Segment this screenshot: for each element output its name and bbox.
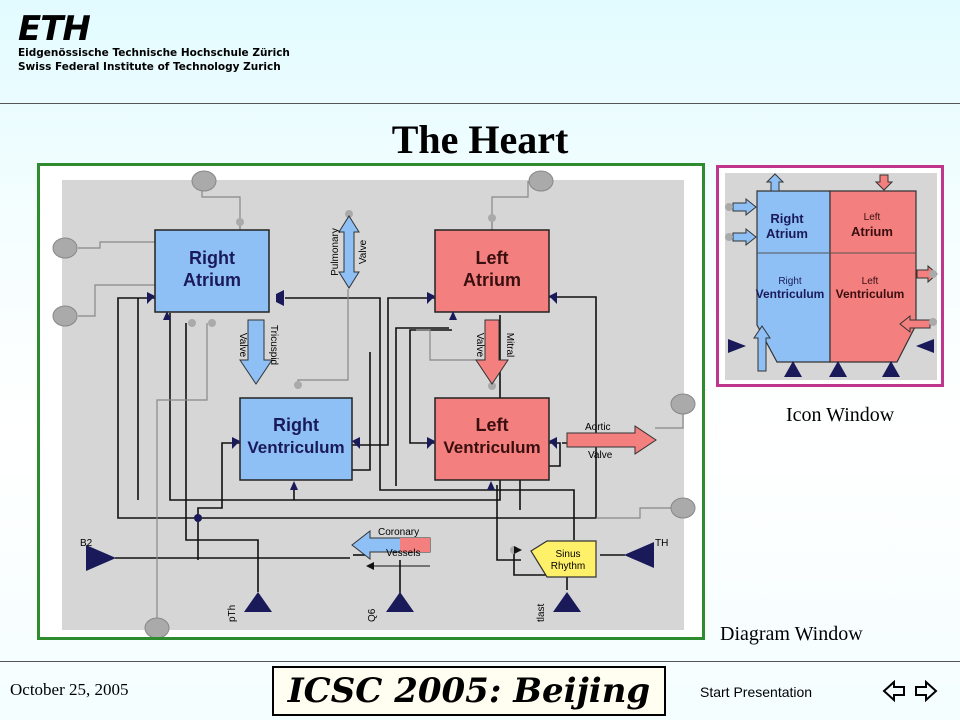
th-port-label: TH: [655, 538, 668, 549]
tricuspid-valve[interactable]: [239, 319, 273, 385]
pulmonary-valve-label-1: Pulmonary: [330, 228, 341, 276]
tlast-port[interactable]: [553, 592, 581, 612]
icon-left-ventriculum-label-2: Ventriculum: [836, 287, 905, 301]
slide-title: The Heart: [391, 117, 569, 162]
icon-ports: [728, 339, 934, 377]
icon-right-atrium-label-2: Atrium: [766, 226, 808, 241]
pth-port-label: pTh: [227, 605, 238, 622]
icon-left-half: [829, 190, 917, 363]
block-connector-arrows: [147, 290, 557, 490]
tricuspid-valve-label-2: Tricuspid: [268, 325, 279, 365]
left-ventriculum-label-1: Left: [476, 415, 509, 435]
left-atrium-label-1: Left: [476, 248, 509, 268]
icon-left-atrium-label-2: Atrium: [851, 224, 893, 239]
sinus-rhythm-label-2: Rhythm: [551, 561, 585, 572]
conference-banner: ICSC 2005: Beijing: [272, 666, 666, 716]
pulmonary-valve-label-2: Valve: [358, 239, 369, 264]
left-ventriculum-block[interactable]: [434, 397, 550, 481]
icon-inflow-arrow-2: [732, 227, 757, 247]
icon-left-ventriculum-label-1: Left: [862, 276, 879, 287]
icon-pulmonary-arrow: [765, 173, 785, 192]
icon-port-dots: [725, 203, 937, 326]
icon-right-ventriculum-label-2: Ventriculum: [756, 287, 825, 301]
aortic-valve-label-1: Aortic: [585, 422, 611, 433]
small-ports: [188, 210, 518, 554]
b2-port-label: B2: [80, 538, 93, 549]
pth-port[interactable]: [244, 592, 272, 612]
right-atrium-label-1: Right: [189, 248, 235, 268]
aortic-valve[interactable]: [566, 425, 657, 455]
th-port[interactable]: [624, 542, 654, 568]
b2-port[interactable]: [86, 545, 116, 571]
q6-port-label: Q6: [367, 608, 378, 622]
start-presentation-link[interactable]: Start Presentation: [700, 684, 813, 700]
right-atrium-block[interactable]: [154, 229, 270, 313]
sinus-rhythm-label-1: Sinus: [555, 549, 580, 560]
diagram-window: Right Atrium Left Atrium Right Ventricul…: [37, 163, 705, 640]
icon-return-arrow: [753, 325, 771, 372]
icon-left-atrium-label-1: Left: [864, 212, 881, 223]
icon-right-half: [756, 190, 831, 363]
icon-aortic-in-arrow: [874, 174, 894, 191]
coronary-output-arrow: [366, 562, 374, 570]
icon-inflow-arrow-1: [732, 197, 757, 217]
eth-logo: ETH Eidgenössische Technische Hochschule…: [18, 12, 290, 74]
previous-slide-icon[interactable]: [882, 678, 908, 704]
port-circles: [52, 170, 696, 639]
mitral-valve-label-2: Mitral: [504, 333, 515, 357]
left-atrium-block[interactable]: [434, 229, 550, 313]
coronary-vessels-label-1: Coronary: [378, 527, 419, 538]
pulmonary-valve[interactable]: [338, 215, 360, 289]
tricuspid-valve-label-1: Valve: [237, 333, 248, 358]
sinus-input-arrow: [514, 546, 522, 554]
aortic-valve-label-2: Valve: [588, 450, 613, 461]
diagram-window-caption: Diagram Window: [720, 623, 863, 645]
tlast-port-label: tlast: [536, 603, 547, 622]
heart-diagram: Right Atrium Left Atrium Right Ventricul…: [52, 170, 696, 639]
heart-icon: Right Atrium Left Atrium Right Ventricul…: [725, 173, 938, 380]
icon-outflow-arrow: [916, 264, 938, 284]
junction-dot: [194, 514, 202, 522]
coronary-vessels-label-2: Vessels: [386, 548, 420, 559]
header-divider: [0, 103, 960, 104]
icon-window: Right Atrium Left Atrium Right Ventricul…: [716, 165, 944, 387]
sinus-rhythm-block[interactable]: [530, 540, 597, 578]
icon-right-ventriculum-label-1: Right: [778, 276, 802, 287]
right-ventriculum-label-2: Ventriculum: [247, 438, 344, 457]
icon-window-caption: Icon Window: [786, 404, 895, 426]
left-atrium-label-2: Atrium: [463, 270, 521, 290]
eth-logo-mark: ETH: [18, 9, 91, 49]
icon-coronary-arrow: [899, 314, 931, 334]
mitral-valve-label-1: Valve: [474, 333, 485, 358]
eth-logo-line2: Swiss Federal Institute of Technology Zu…: [18, 61, 281, 73]
footer-divider: [0, 661, 960, 662]
q6-port[interactable]: [386, 592, 414, 612]
footer-date: October 25, 2005: [10, 680, 129, 699]
coronary-vessels-red-part: [400, 538, 430, 552]
eth-logo-line1: Eidgenössische Technische Hochschule Zür…: [18, 47, 290, 59]
icon-right-atrium-label-1: Right: [770, 211, 804, 226]
left-ventriculum-label-2: Ventriculum: [443, 438, 540, 457]
right-ventriculum-block[interactable]: [239, 397, 353, 481]
next-slide-icon[interactable]: [912, 678, 938, 704]
mitral-valve[interactable]: [475, 319, 509, 385]
right-atrium-label-2: Atrium: [183, 270, 241, 290]
right-ventriculum-label-1: Right: [273, 415, 319, 435]
